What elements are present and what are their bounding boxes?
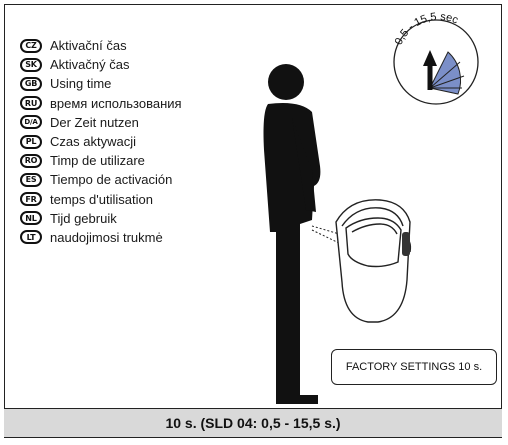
language-label: Aktivační čas	[50, 38, 127, 54]
standing-person-icon	[263, 64, 321, 404]
language-item-da: D/A Der Zeit nutzen	[20, 113, 182, 132]
language-item-fr: FR temps d'utilisation	[20, 190, 182, 209]
language-label: Der Zeit nutzen	[50, 114, 139, 130]
language-item-lt: LT naudojimosi trukmė	[20, 228, 182, 247]
language-label: Timp de utilizare	[50, 153, 145, 169]
language-code-badge: RU	[20, 96, 42, 111]
language-item-pl: PL Czas aktywacji	[20, 132, 182, 151]
language-code-badge: CZ	[20, 38, 42, 53]
language-item-nl: NL Tijd gebruik	[20, 209, 182, 228]
language-label: naudojimosi trukmė	[50, 229, 163, 245]
language-code-badge: LT	[20, 230, 42, 245]
factory-settings-note: FACTORY SETTINGS 10 s.	[331, 349, 497, 385]
language-item-sk: SK Aktivačný čas	[20, 55, 182, 74]
language-code-badge: RO	[20, 153, 42, 168]
time-dial-icon: 0,5 - 15,5 sec	[393, 11, 479, 105]
language-item-ru: RU время использования	[20, 94, 182, 113]
language-item-ro: RO Timp de utilizare	[20, 151, 182, 170]
language-item-es: ES Tiempo de activación	[20, 170, 182, 189]
language-label: Tiempo de activación	[50, 172, 173, 188]
language-label: Tijd gebruik	[50, 210, 117, 226]
language-code-badge: FR	[20, 192, 42, 207]
language-label: Czas aktywacji	[50, 134, 136, 150]
language-label: Using time	[50, 76, 112, 92]
language-code-badge: GB	[20, 76, 42, 91]
language-code-badge: SK	[20, 57, 42, 72]
language-list: CZ Aktivační čas SK Aktivačný čas GB Usi…	[20, 36, 182, 247]
language-label: время использования	[50, 95, 182, 111]
urinal-icon	[335, 199, 412, 323]
language-label: temps d'utilisation	[50, 191, 153, 207]
language-item-gb: GB Using time	[20, 74, 182, 93]
language-label: Aktivačný čas	[50, 57, 130, 73]
language-code-badge: ES	[20, 172, 42, 187]
language-code-badge: PL	[20, 134, 42, 149]
footer-timing-info: 10 s. (SLD 04: 0,5 - 15,5 s.)	[4, 408, 502, 438]
language-item-cz: CZ Aktivační čas	[20, 36, 182, 55]
language-code-badge: NL	[20, 211, 42, 226]
language-code-badge: D/A	[20, 115, 42, 130]
